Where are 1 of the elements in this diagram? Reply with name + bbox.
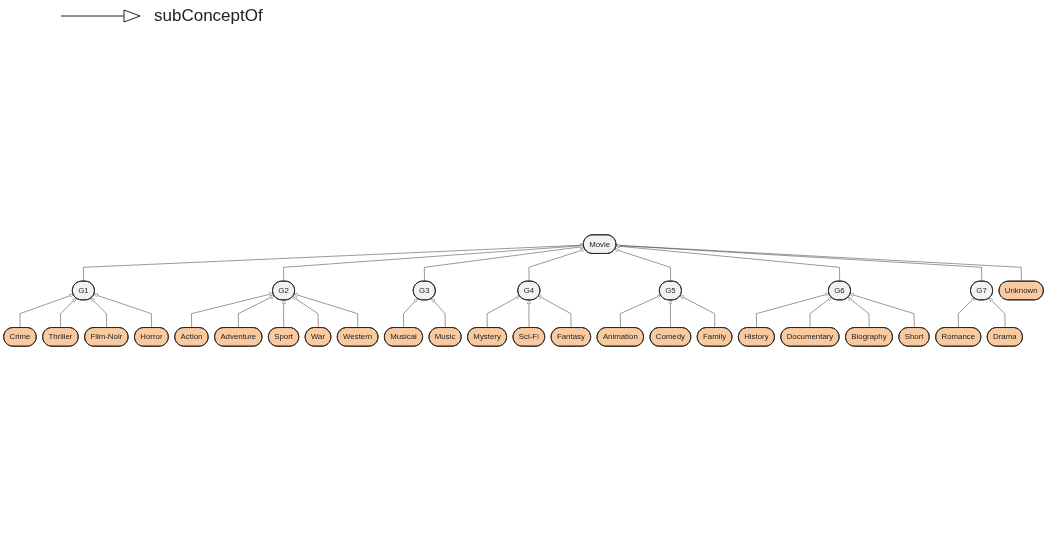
legend-label: subConceptOf (154, 6, 263, 26)
